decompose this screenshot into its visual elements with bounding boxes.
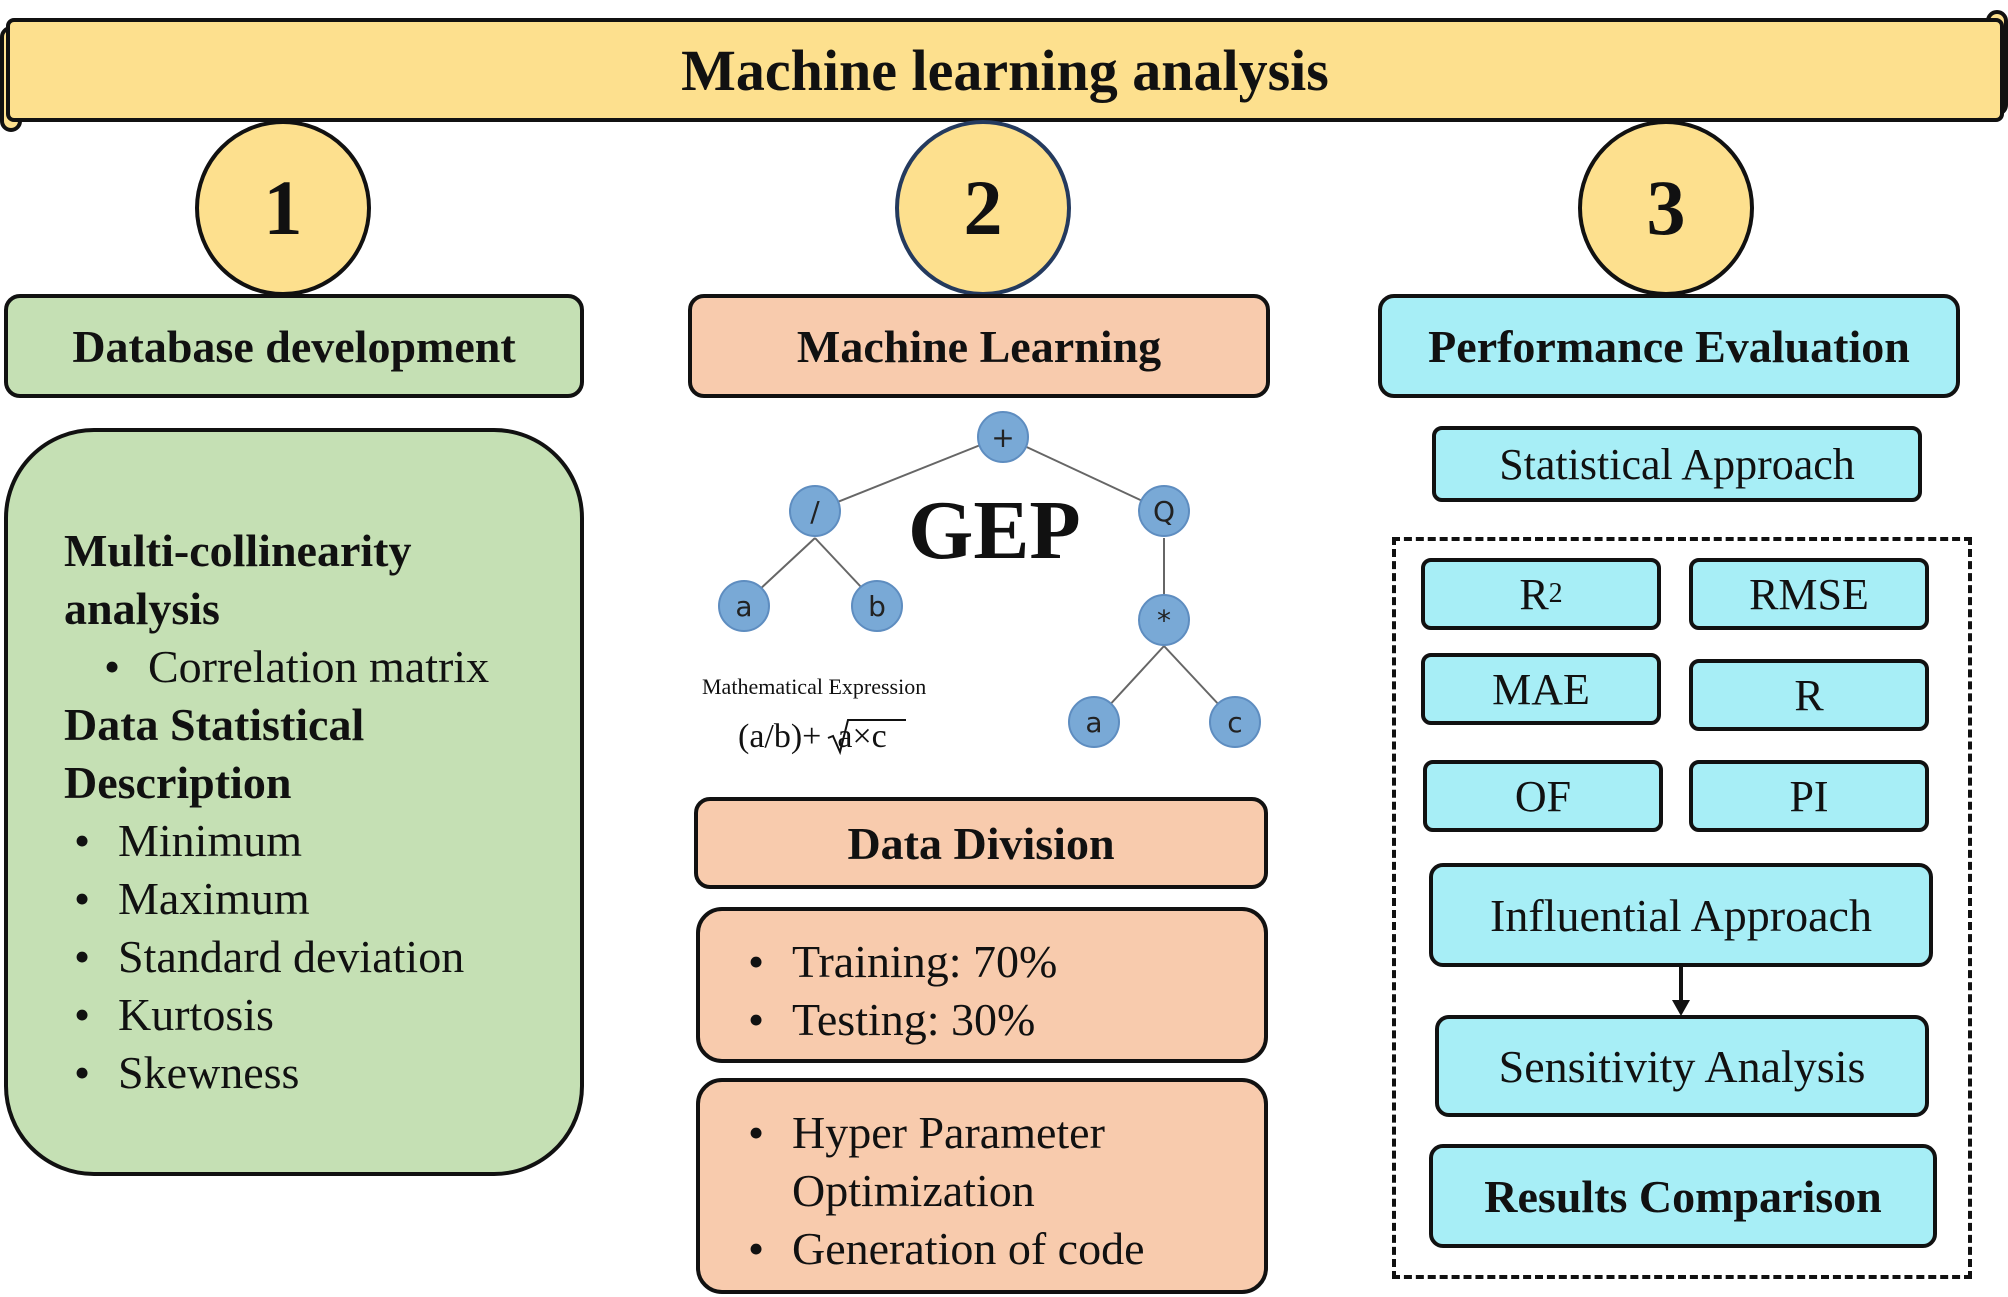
list-item-skewness: Skewness xyxy=(74,1044,580,1102)
statistical-approach-box: Statistical Approach xyxy=(1432,426,1922,502)
list-item-testing: Testing: 30% xyxy=(748,991,1264,1049)
influential-approach-box: Influential Approach xyxy=(1429,863,1933,967)
metrics-dashed-group xyxy=(1392,537,1972,1279)
metric-of: OF xyxy=(1423,760,1663,832)
math-expression-prefix: (a/b)+ xyxy=(738,718,822,755)
math-expression-radicand: a×c xyxy=(837,718,887,755)
metric-r2-superscript: 2 xyxy=(1548,578,1563,609)
multicollinearity-title-line2: analysis xyxy=(64,583,220,634)
gep-node-b: b xyxy=(851,580,903,632)
gep-node-multiply: * xyxy=(1138,594,1190,646)
list-item-generation-of-code: Generation of code xyxy=(748,1220,1264,1278)
sensitivity-analysis-box: Sensitivity Analysis xyxy=(1435,1015,1929,1117)
metric-pi: PI xyxy=(1689,760,1929,832)
performance-evaluation-heading: Performance Evaluation xyxy=(1378,294,1960,398)
results-comparison-box: Results Comparison xyxy=(1429,1144,1937,1248)
list-item-maximum: Maximum xyxy=(74,870,580,928)
list-item-kurtosis: Kurtosis xyxy=(74,986,580,1044)
gep-node-plus: + xyxy=(977,411,1029,463)
math-expression-label: Mathematical Expression xyxy=(702,674,927,699)
hyper-parameter-line1: Hyper Parameter xyxy=(792,1107,1105,1158)
gep-node-a: a xyxy=(718,580,770,632)
database-panel: Multi-collinearity analysis Correlation … xyxy=(4,428,584,1176)
math-expression: (a/b)+ a×c xyxy=(738,718,887,756)
machine-learning-heading: Machine Learning xyxy=(688,294,1270,398)
gep-label: GEP xyxy=(908,484,1081,577)
metric-mae: MAE xyxy=(1421,653,1661,725)
gep-node-a2: a xyxy=(1068,696,1120,748)
data-split-box: Training: 70% Testing: 30% xyxy=(696,907,1268,1063)
statistical-description-title-line2: Description xyxy=(64,757,292,808)
list-item-minimum: Minimum xyxy=(74,812,580,870)
hyper-parameter-line2: Optimization xyxy=(792,1165,1035,1216)
list-item-standard-deviation: Standard deviation xyxy=(74,928,580,986)
list-item-correlation-matrix: Correlation matrix xyxy=(104,638,580,696)
gep-node-divide: / xyxy=(789,485,841,537)
gep-node-q: Q xyxy=(1138,485,1190,537)
list-item-training: Training: 70% xyxy=(748,933,1264,991)
gep-node-c: c xyxy=(1209,696,1261,748)
multicollinearity-title-line1: Multi-collinearity xyxy=(64,525,412,576)
metric-r: R xyxy=(1689,659,1929,731)
metric-rmse: RMSE xyxy=(1689,558,1929,630)
database-development-heading: Database development xyxy=(4,294,584,398)
diagram-title: Machine learning analysis xyxy=(6,18,2004,122)
statistical-description-title-line1: Data Statistical xyxy=(64,699,365,750)
step-3-circle: 3 xyxy=(1578,120,1754,296)
step-1-circle: 1 xyxy=(195,120,371,296)
metric-r2-base: R xyxy=(1519,569,1549,619)
data-division-box: Data Division xyxy=(694,797,1268,889)
